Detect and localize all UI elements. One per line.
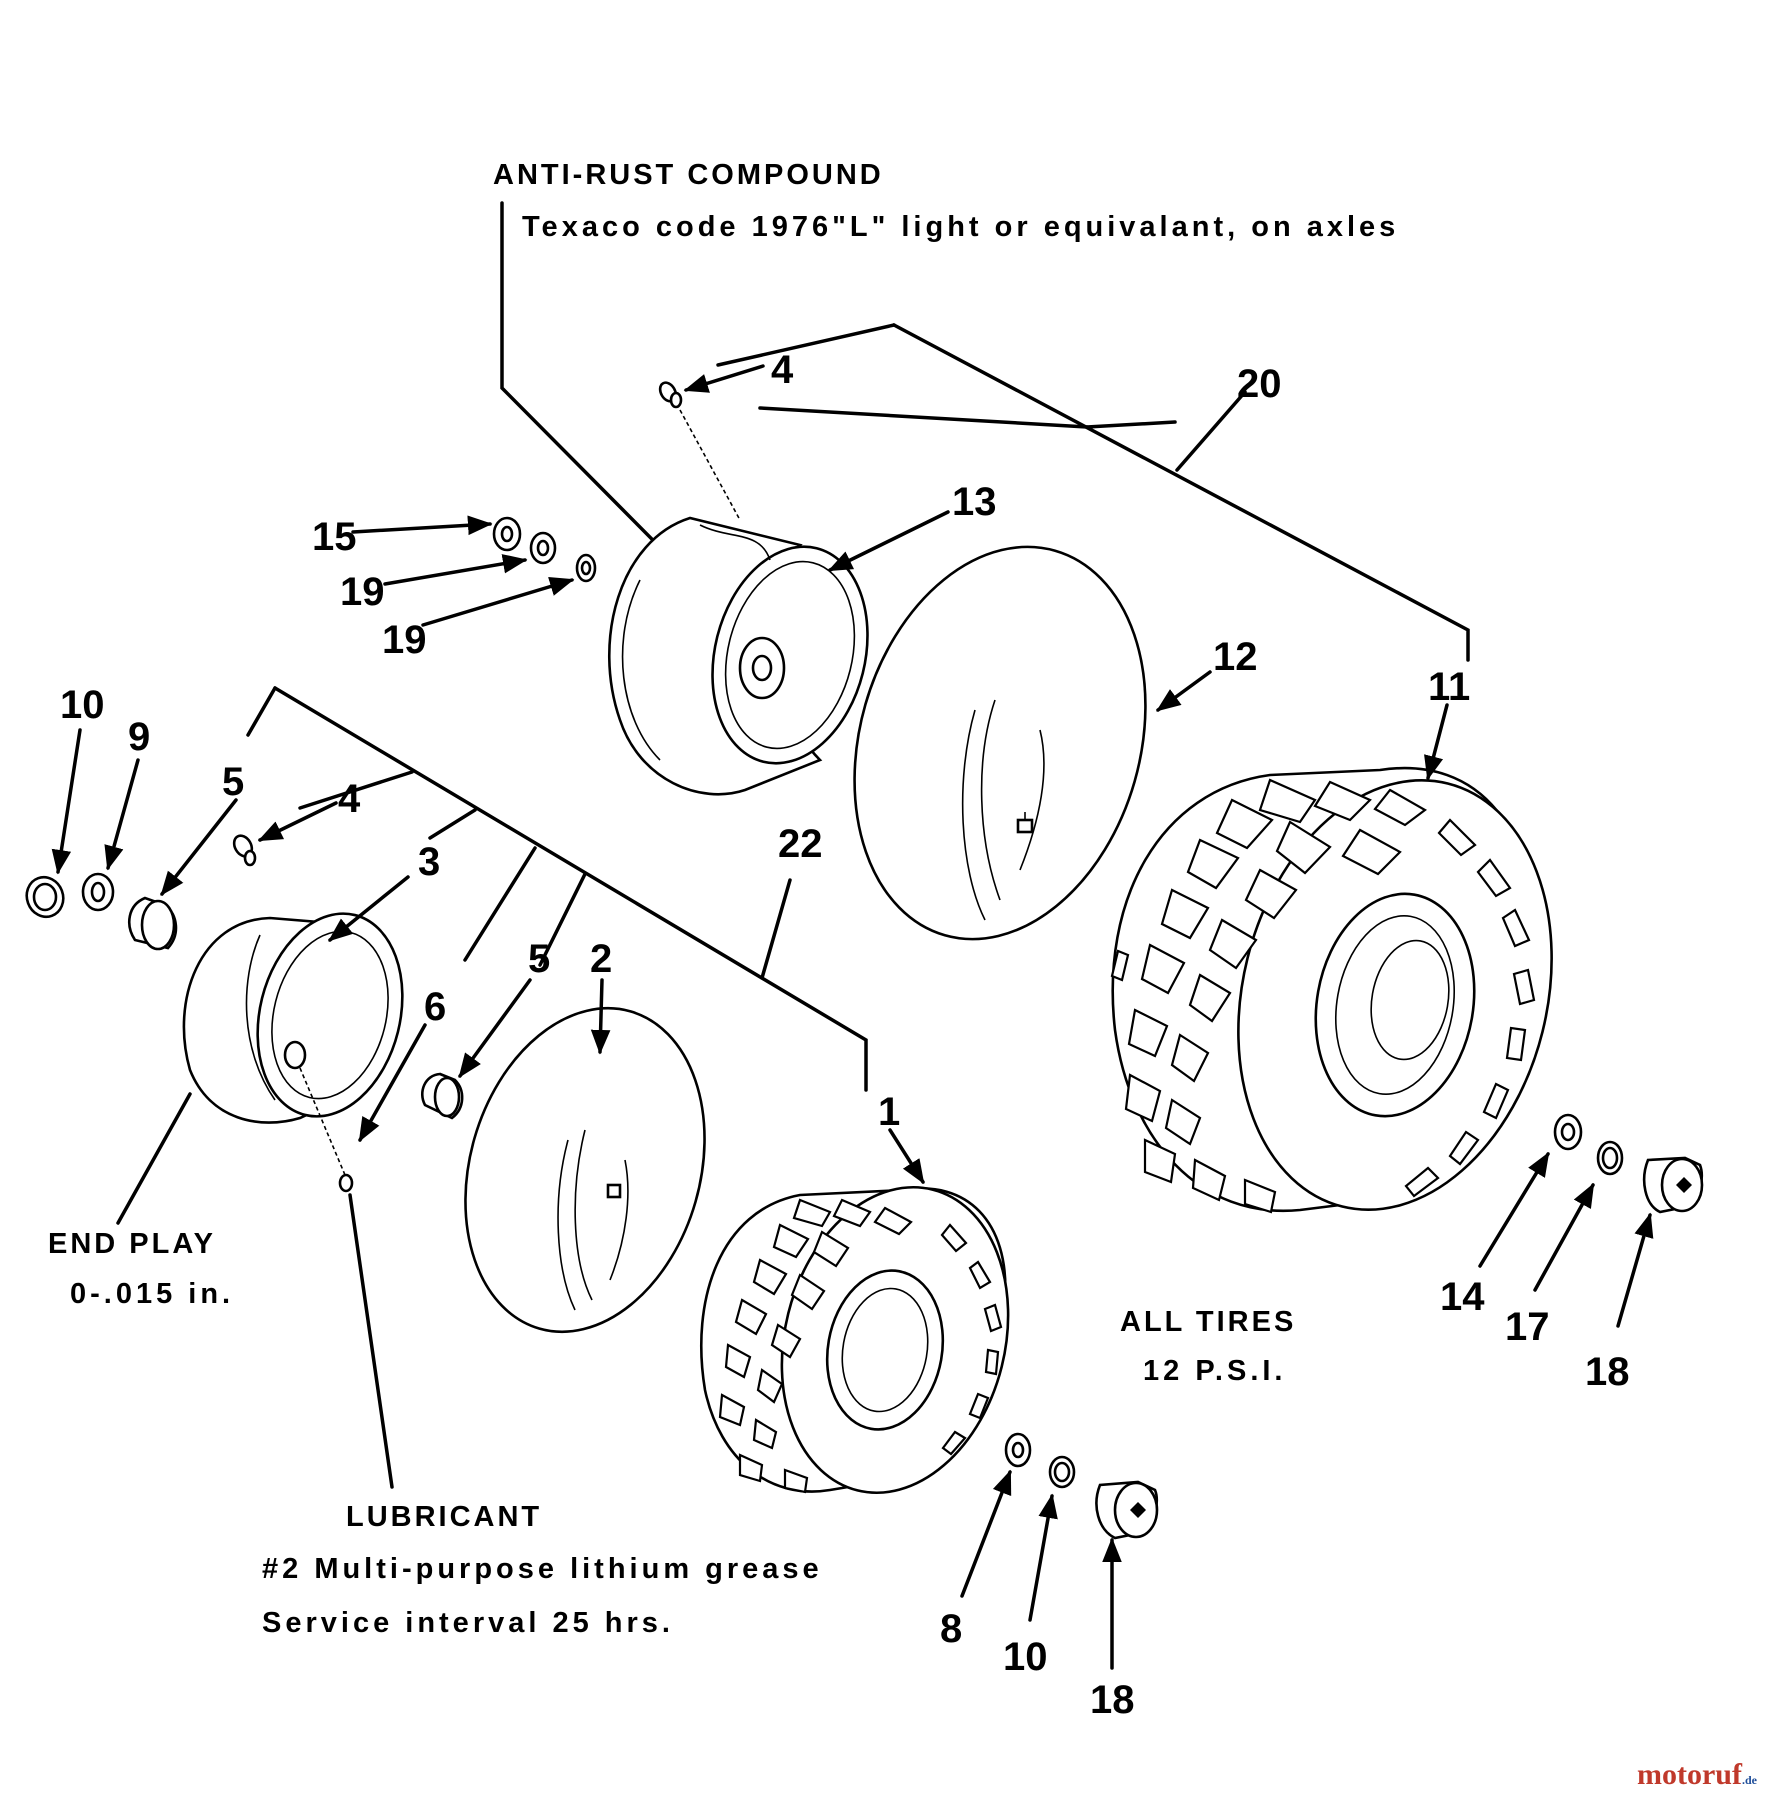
grease-fitting-upper: [658, 381, 741, 521]
callout-2: 2: [590, 937, 612, 981]
callout-19-a: 19: [340, 570, 385, 614]
anti-rust-title: ANTI-RUST COMPOUND: [493, 159, 884, 191]
callout-4-upper: 4: [771, 348, 794, 392]
front-tire-tread: [718, 1198, 1003, 1494]
grease-fitting-6: [338, 1173, 354, 1193]
all-tires-value: 12 P.S.I.: [1143, 1355, 1287, 1387]
end-play-title: END PLAY: [48, 1228, 216, 1260]
snap-ring-10-front: [25, 875, 65, 919]
callout-4-lower: 4: [338, 777, 361, 821]
callout-numbers: 4 20 13 15 19 19 12 11 10 9 5 4 22 3 5 2…: [60, 348, 1630, 1722]
washer-8: [1004, 1432, 1032, 1468]
rear-rim: [608, 516, 869, 796]
washer-19a: [529, 531, 557, 565]
all-tires-title: ALL TIRES: [1120, 1306, 1296, 1338]
watermark-brand: motoruf: [1637, 1758, 1742, 1791]
rear-assembly-bracket: [716, 323, 1470, 662]
rear-inner-tube: [853, 545, 1147, 941]
callout-5-outer: 5: [222, 760, 244, 804]
callout-6: 6: [424, 985, 446, 1029]
callout-14: 14: [1440, 1275, 1485, 1319]
callout-1: 1: [878, 1090, 900, 1134]
callout-11: 11: [1428, 665, 1470, 709]
watermark-logo: motoruf.de: [1637, 1758, 1757, 1792]
callout-5-inner: 5: [528, 937, 550, 981]
watermark-tld: .de: [1742, 1773, 1757, 1787]
washer-9: [81, 872, 115, 912]
callout-19-b: 19: [382, 618, 427, 662]
bearing-5-outer: [127, 896, 178, 951]
callout-17: 17: [1505, 1305, 1550, 1349]
washer-15: [492, 516, 522, 552]
callout-18-front: 18: [1090, 1678, 1135, 1722]
callout-20: 20: [1237, 362, 1282, 406]
lubricant-interval: Service interval 25 hrs.: [262, 1607, 674, 1639]
callout-10-rear: 10: [1003, 1635, 1048, 1679]
callout-9: 9: [128, 715, 150, 759]
lubricant-text: #2 Multi-purpose lithium grease: [262, 1553, 823, 1585]
callout-12: 12: [1213, 635, 1258, 679]
callout-3: 3: [418, 840, 440, 884]
rear-tire: [1110, 766, 1553, 1214]
callout-leaders: [51, 364, 1654, 1670]
washer-14: [1553, 1113, 1583, 1151]
end-play-value: 0-.015 in.: [70, 1278, 234, 1310]
front-inner-tube: [464, 1006, 706, 1334]
lubricant-leader: [348, 1193, 394, 1489]
front-tire: [699, 1185, 1010, 1495]
front-assembly-bracket: [246, 686, 868, 1092]
callout-22: 22: [778, 822, 823, 866]
callout-18-rear: 18: [1585, 1350, 1630, 1394]
callout-15: 15: [312, 515, 357, 559]
grease-fitting-lower: [232, 834, 257, 867]
snap-ring-17: [1596, 1140, 1624, 1176]
washer-19b: [575, 553, 597, 583]
callout-10-front: 10: [60, 683, 105, 727]
hub-cap-18-front: [1095, 1480, 1159, 1540]
rear-tire-tread: [1110, 778, 1536, 1214]
callout-8: 8: [940, 1607, 962, 1651]
end-play-leader: [116, 1092, 192, 1225]
hub-cap-18-rear: [1643, 1156, 1704, 1214]
front-rim: [182, 912, 404, 1176]
bearing-5-inner: [420, 1072, 464, 1120]
callout-13: 13: [952, 480, 997, 524]
anti-rust-text: Texaco code 1976"L" light or equivalant,…: [522, 211, 1399, 243]
lubricant-title: LUBRICANT: [346, 1501, 542, 1533]
snap-ring-10-rear: [1048, 1455, 1076, 1489]
